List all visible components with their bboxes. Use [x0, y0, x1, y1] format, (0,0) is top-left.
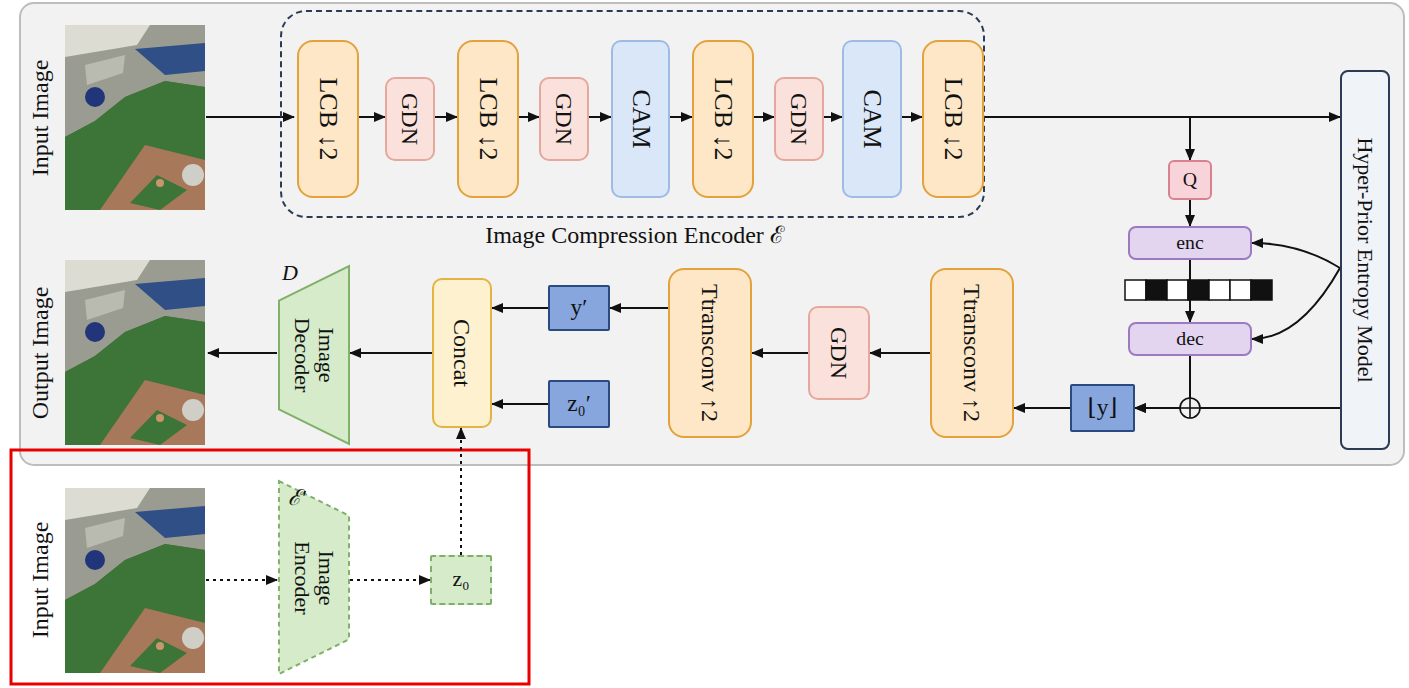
connector-arrow [350, 579, 430, 581]
node-text: LCB ↓2 [939, 45, 968, 193]
node-text: Hyper-Prior Entropy Model [1353, 75, 1377, 445]
connector-arrow [1135, 407, 1340, 409]
node-text: ⌊y⌋ [1072, 395, 1133, 421]
node-text: Ttransconv ↑2 [697, 273, 723, 433]
connector-arrow [754, 116, 774, 118]
connector-arrow [519, 116, 539, 118]
quantizer-box: Q [1168, 160, 1212, 200]
encoder-trapezoid: ℰ′ Image Encoder [278, 480, 350, 675]
connector-arrow [1252, 268, 1340, 339]
side-label: Output Image [27, 287, 53, 420]
node-text: Image Compression Encoder ℰ [282, 222, 987, 248]
gdn-block: GDN [774, 77, 824, 161]
node-text: ℰ′ [288, 486, 306, 510]
connector-arrow [359, 116, 385, 118]
node-text: D [282, 261, 298, 285]
connector-arrow [460, 428, 462, 555]
connector-arrow [589, 116, 611, 118]
node-text: LCB ↓2 [474, 45, 503, 193]
connector-arrow [752, 352, 808, 354]
node-text: Concat [449, 283, 475, 423]
connector-arrow [902, 116, 922, 118]
entropy-model-box: Hyper-Prior Entropy Model [1340, 70, 1390, 450]
latent-box: ⌊y⌋ [1070, 384, 1135, 432]
side-label: Input Image [27, 60, 53, 177]
connector-arrow [670, 116, 692, 118]
connector-arrow [350, 352, 432, 354]
cam-block: CAM [611, 40, 670, 198]
node-text: GDN [826, 311, 852, 395]
node-text: GDN [397, 82, 423, 156]
connector-arrow [870, 352, 930, 354]
connector-arrow [824, 116, 842, 118]
lcb-block: LCB ↓2 [692, 40, 754, 198]
node-text: Image Decoder [290, 300, 338, 410]
connector-arrow [435, 116, 457, 118]
node-text: LCB ↓2 [314, 45, 343, 193]
node-text: z₀ [432, 568, 490, 592]
coder-box: enc [1128, 226, 1252, 260]
side-label: Input Image [27, 522, 53, 639]
node-text: Q [1170, 169, 1210, 191]
node-text: GDN [786, 82, 812, 156]
node-text: GDN [551, 82, 577, 156]
connector-arrow [492, 307, 548, 309]
transconv-block: Ttransconv ↑2 [930, 268, 1014, 438]
node-text: Image Encoder [290, 523, 338, 633]
lcb-block: LCB ↓2 [922, 40, 984, 198]
gdn-block: GDN [539, 77, 589, 161]
decoder-trapezoid: DImage Decoder [278, 265, 350, 445]
connector-arrow [610, 307, 668, 309]
connector-arrow [1014, 407, 1070, 409]
cam-block: CAM [842, 40, 902, 198]
connector-arrow [1135, 356, 1190, 408]
node-text: Ttransconv ↑2 [959, 273, 985, 433]
concat-box: Concat [432, 278, 492, 428]
node-text: y′ [550, 295, 608, 321]
latent-box: z₀ [430, 555, 492, 605]
lcb-block: LCB ↓2 [457, 40, 519, 198]
transconv-block: Ttransconv ↑2 [668, 268, 752, 438]
lcb-block: LCB ↓2 [297, 40, 359, 198]
bitstream-bar [1125, 280, 1272, 300]
node-text: CAM [626, 45, 655, 193]
connector-arrow [1252, 243, 1340, 268]
gdn-block: GDN [808, 306, 870, 400]
latent-box: z₀′ [548, 380, 610, 428]
node-text: enc [1130, 232, 1250, 254]
node-text: z₀′ [550, 391, 608, 417]
node-text: LCB ↓2 [709, 45, 738, 193]
node-text: CAM [858, 45, 887, 193]
coder-box: dec [1128, 322, 1252, 356]
node-text: dec [1130, 328, 1250, 350]
connector-arrow [984, 117, 1190, 160]
gdn-block: GDN [385, 77, 435, 161]
connector-arrow [1189, 200, 1191, 226]
encoder-group: Image Compression Encoder ℰLCB ↓2GDNLCB … [280, 10, 985, 218]
latent-box: y′ [548, 285, 610, 331]
sum-symbol [1180, 398, 1200, 418]
connector-arrow [492, 403, 548, 405]
